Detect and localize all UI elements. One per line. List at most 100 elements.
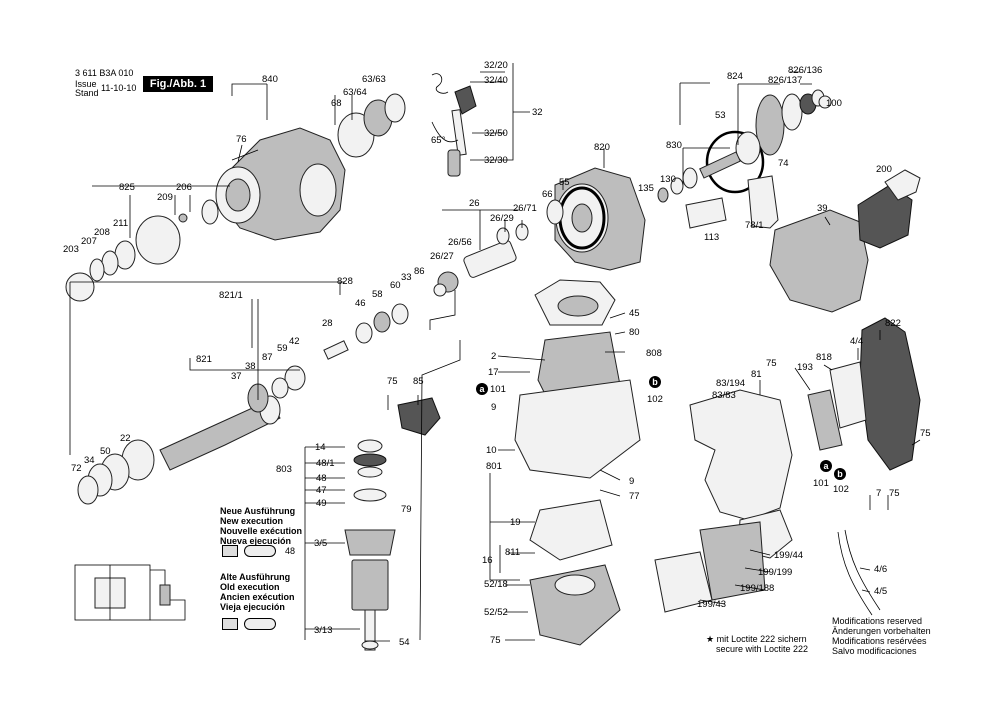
part-label: 803 [276,464,292,475]
piston-assembly [433,223,529,297]
part-label: 39 [817,203,828,214]
document-number: 3 611 B3A 010 [75,68,134,78]
part-label: 79 [401,504,412,515]
wiring-schematic [74,564,186,621]
part-label: 34 [84,455,95,466]
part-label: 828 [337,276,353,287]
part-label: 85 [413,376,424,387]
selector-lever [431,73,477,177]
part-label: 78/1 [745,220,764,231]
part-label: 66 [542,189,553,200]
part-label: 9 [629,476,634,487]
part-label: 102 [833,484,849,495]
part-label: 65° [431,135,446,146]
part-label: 2 [491,351,496,362]
part-label: 63/63 [362,74,386,85]
issue-date: 11-10-10 [101,83,137,93]
new-execution-part-number: 48 [285,546,296,556]
part-label: 32 [532,107,543,118]
part-label: 102 [647,394,663,405]
part-label: 209 [157,192,173,203]
part-label: 46 [355,298,366,309]
part-label: 16 [482,555,493,566]
loctite-line: mit Loctite 222 sichern [716,634,807,644]
part-label: 75 [889,488,900,499]
part-label: 203 [63,244,79,255]
part-label: 37 [231,371,242,382]
part-label: 211 [113,218,128,229]
connection-badge-b-right: b [834,468,846,480]
part-label: 58 [372,289,383,300]
part-label: 75 [387,376,398,387]
motor-housing-cover [769,169,921,313]
part-label: 199/199 [758,567,792,578]
part-label: 7 [876,488,881,499]
connection-badge-a: a [476,383,488,395]
part-label: 826/136 [788,65,822,76]
part-label: 48 [316,473,327,484]
part-label: 55 [559,177,570,188]
part-label: 48/1 [316,458,335,469]
part-label: 200 [876,164,892,175]
modifications-line: Änderungen vorbehalten [832,626,931,636]
part-label: 207 [81,236,97,247]
loctite-note: ★ mit Loctite 222 sichern secure with Lo… [706,634,808,654]
part-label: 75 [920,428,931,439]
part-label: 22 [120,433,131,444]
part-label: 52/52 [484,607,508,618]
part-label: 4/5 [874,586,887,597]
stand-label: Stand [75,88,99,98]
part-label: 4/6 [874,564,887,575]
part-label: 75 [490,635,501,646]
part-label: 26/29 [490,213,514,224]
part-label: 72 [71,463,82,474]
part-label: 9 [491,402,496,413]
legend-new-line: Nueva ejecución [220,536,292,546]
part-label: 26 [469,198,480,209]
part-labels: 840 63/63 63/64 68 76 825 206 209 211 20… [63,60,931,648]
part-label: 818 [816,352,832,363]
part-label: 822 [885,318,901,329]
part-label: 811 [505,547,520,558]
part-label: 83/194 [716,378,745,389]
legend-old-line: Old execution [220,582,280,592]
part-label: 42 [289,336,300,347]
part-label: 821/1 [219,290,243,301]
armature [344,397,441,651]
part-label: 26/56 [448,237,472,248]
modifications-line: Salvo modificaciones [832,646,917,656]
part-label: 59 [277,343,288,354]
part-label: 3/13 [314,625,333,636]
part-label: 208 [94,227,110,238]
part-label: 32/50 [484,128,508,139]
part-label: 54 [399,637,410,648]
part-label: 87 [262,352,273,363]
part-label: 206 [176,182,192,193]
part-label: 74 [778,158,789,169]
figure-label: Fig./Abb. 1 [143,76,213,92]
part-label: 3/5 [314,538,327,549]
legend-old-execution: Alte Ausführung Old execution Ancien exé… [220,572,295,612]
part-label: 28 [322,318,333,329]
part-label: 81 [751,369,762,380]
part-label: 199/44 [774,550,803,561]
part-label: 17 [488,367,499,378]
part-label: 32/40 [484,75,508,86]
loctite-star-icon: ★ [706,634,715,644]
part-label: 135 [638,183,654,194]
part-label: 199/43 [697,599,726,610]
svg-text:b: b [652,377,658,387]
part-label: 45 [629,308,640,319]
part-label: 68 [331,98,342,109]
part-label: 83/83 [712,390,736,401]
part-label: 33 [401,272,412,283]
issue-label: Issue [75,79,97,89]
legend-new-line: New execution [220,516,284,526]
part-label: 19 [510,517,521,528]
part-label: 10 [486,445,497,456]
legend-old-line: Ancien exécution [220,592,295,602]
svg-text:a: a [479,384,485,394]
legend-new-line: Nouvelle exécution [220,526,303,536]
part-label: 86 [414,266,425,277]
